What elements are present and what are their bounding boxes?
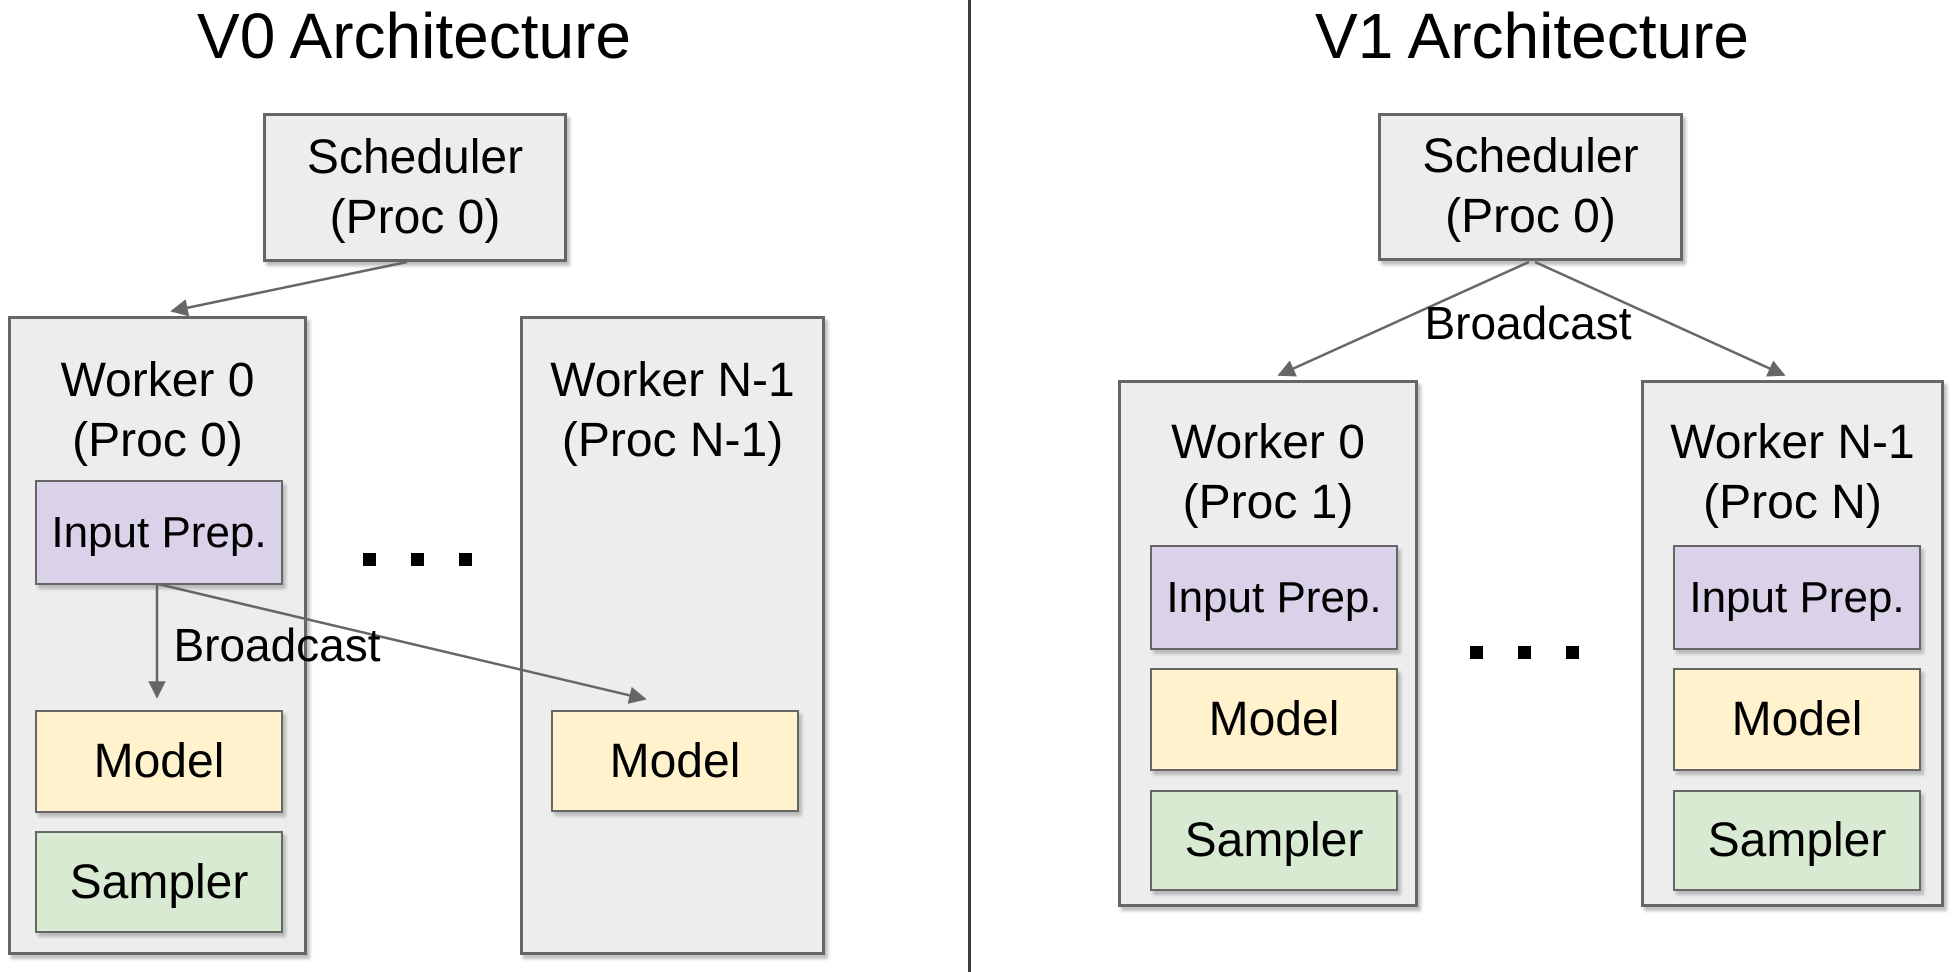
v0-workerN-name: Worker N-1 xyxy=(550,354,795,407)
v1-broadcast-label: Broadcast xyxy=(1424,297,1632,349)
v1-ellipsis-dots xyxy=(1470,646,1579,659)
v1-workerN-model-block: Model xyxy=(1673,668,1921,771)
v1-worker0-model-block: Model xyxy=(1150,668,1398,771)
v0-scheduler-proc: (Proc 0) xyxy=(329,190,501,244)
v0-workerN-title: Worker N-1 (Proc N-1) xyxy=(523,351,822,471)
v1-workerN-sampler-block: Sampler xyxy=(1673,790,1921,891)
v1-worker0-box: Worker 0 (Proc 1) Input Prep. Model Samp… xyxy=(1118,380,1418,907)
v0-scheduler-label: Scheduler xyxy=(306,130,524,184)
v1-worker0-input-prep-block: Input Prep. xyxy=(1150,545,1398,650)
v1-worker0-title: Worker 0 (Proc 1) xyxy=(1121,413,1415,533)
v0-worker0-title: Worker 0 (Proc 0) xyxy=(11,351,304,471)
panel-divider-line xyxy=(968,0,971,972)
v0-worker0-input-prep-block: Input Prep. xyxy=(35,480,283,585)
dot-icon xyxy=(459,553,472,566)
v0-workerN-model-block: Model xyxy=(551,710,799,812)
v0-workerN-box: Worker N-1 (Proc N-1) Model xyxy=(520,316,825,955)
v1-workerN-title: Worker N-1 (Proc N) xyxy=(1644,413,1941,533)
dot-icon xyxy=(411,553,424,566)
v0-worker0-name: Worker 0 xyxy=(60,354,255,407)
v0-broadcast-label: Broadcast xyxy=(173,619,381,671)
v1-scheduler-label: Scheduler xyxy=(1422,130,1639,183)
v0-worker0-sampler-block: Sampler xyxy=(35,831,283,933)
dot-icon xyxy=(1566,646,1579,659)
v1-scheduler-box: Scheduler (Proc 0) xyxy=(1378,113,1683,261)
v0-workerN-proc: (Proc N-1) xyxy=(561,414,784,467)
v1-worker0-sampler-block: Sampler xyxy=(1150,790,1398,891)
dot-icon xyxy=(1470,646,1483,659)
v0-scheduler-to-worker0-arrow xyxy=(170,260,408,317)
v1-scheduler-proc: (Proc 0) xyxy=(1445,190,1616,243)
dot-icon xyxy=(1518,646,1531,659)
v0-worker0-proc: (Proc 0) xyxy=(72,414,243,467)
dot-icon xyxy=(363,553,376,566)
v0-ellipsis-dots xyxy=(363,553,472,566)
v0-worker0-model-block: Model xyxy=(35,710,283,813)
v1-panel-title: V1 Architecture xyxy=(1315,0,1749,72)
v1-workerN-box: Worker N-1 (Proc N) Input Prep. Model Sa… xyxy=(1641,380,1944,907)
v0-scheduler-box: Scheduler (Proc 0) xyxy=(263,113,567,262)
v1-worker0-proc: (Proc 1) xyxy=(1182,476,1354,529)
v1-workerN-name: Worker N-1 xyxy=(1670,416,1915,469)
v1-workerN-input-prep-block: Input Prep. xyxy=(1673,545,1921,650)
v1-workerN-proc: (Proc N) xyxy=(1703,476,1882,529)
v1-worker0-name: Worker 0 xyxy=(1171,416,1365,469)
v0-panel-title: V0 Architecture xyxy=(197,0,631,72)
